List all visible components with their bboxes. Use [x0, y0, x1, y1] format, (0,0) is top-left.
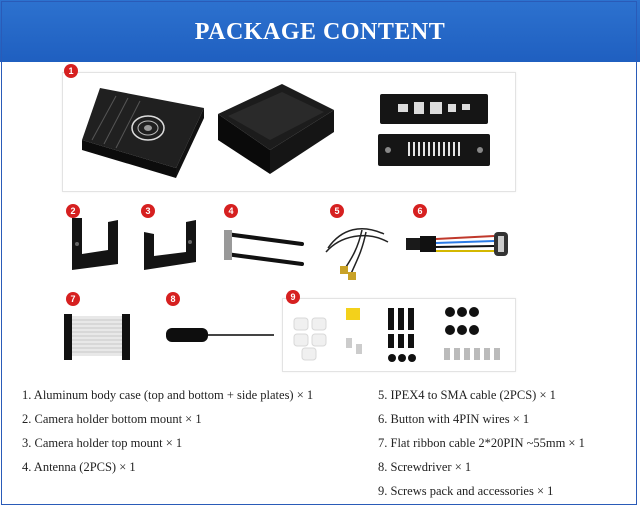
list-item: 1. Aluminum body case (top and bottom + …	[22, 388, 314, 402]
item-badge-4: 4	[224, 204, 238, 218]
ipex-sma-cable-image	[325, 227, 389, 280]
screwdriver-image	[166, 328, 274, 342]
case-bottom-image	[218, 84, 334, 174]
list-item: 9. Screws pack and accessories × 1	[378, 484, 554, 498]
ribbon-cable-image	[64, 314, 130, 360]
item-badge-7: 7	[66, 292, 80, 306]
item-badge-6: 6	[413, 204, 427, 218]
case-top-image	[82, 88, 204, 178]
item-badge-2: 2	[66, 204, 80, 218]
list-item: 2. Camera holder bottom mount × 1	[22, 412, 202, 426]
item-badge-5: 5	[330, 204, 344, 218]
list-item: 7. Flat ribbon cable 2*20PIN ~55mm × 1	[378, 436, 585, 450]
page-title: PACKAGE CONTENT	[194, 19, 446, 45]
list-item: 6. Button with 4PIN wires × 1	[378, 412, 530, 426]
item-badge-8: 8	[166, 292, 180, 306]
antenna-image	[224, 230, 304, 266]
banner	[0, 0, 640, 62]
list-item: 8. Screwdriver × 1	[378, 460, 472, 474]
list-item: 3. Camera holder top mount × 1	[22, 436, 183, 450]
screws-pack-image	[293, 307, 500, 362]
side-plate-front-image	[380, 94, 488, 124]
item-badge-9: 9	[286, 290, 300, 304]
camera-holder-top-image	[144, 220, 196, 270]
camera-holder-bottom-image	[72, 218, 118, 270]
item-badge-3: 3	[141, 204, 155, 218]
list-item: 5. IPEX4 to SMA cable (2PCS) × 1	[378, 388, 556, 402]
list-item: 4. Antenna (2PCS) × 1	[22, 460, 136, 474]
item-badge-1: 1	[64, 64, 78, 78]
side-plate-back-image	[378, 134, 490, 166]
button-4pin-wires-image	[406, 232, 508, 256]
